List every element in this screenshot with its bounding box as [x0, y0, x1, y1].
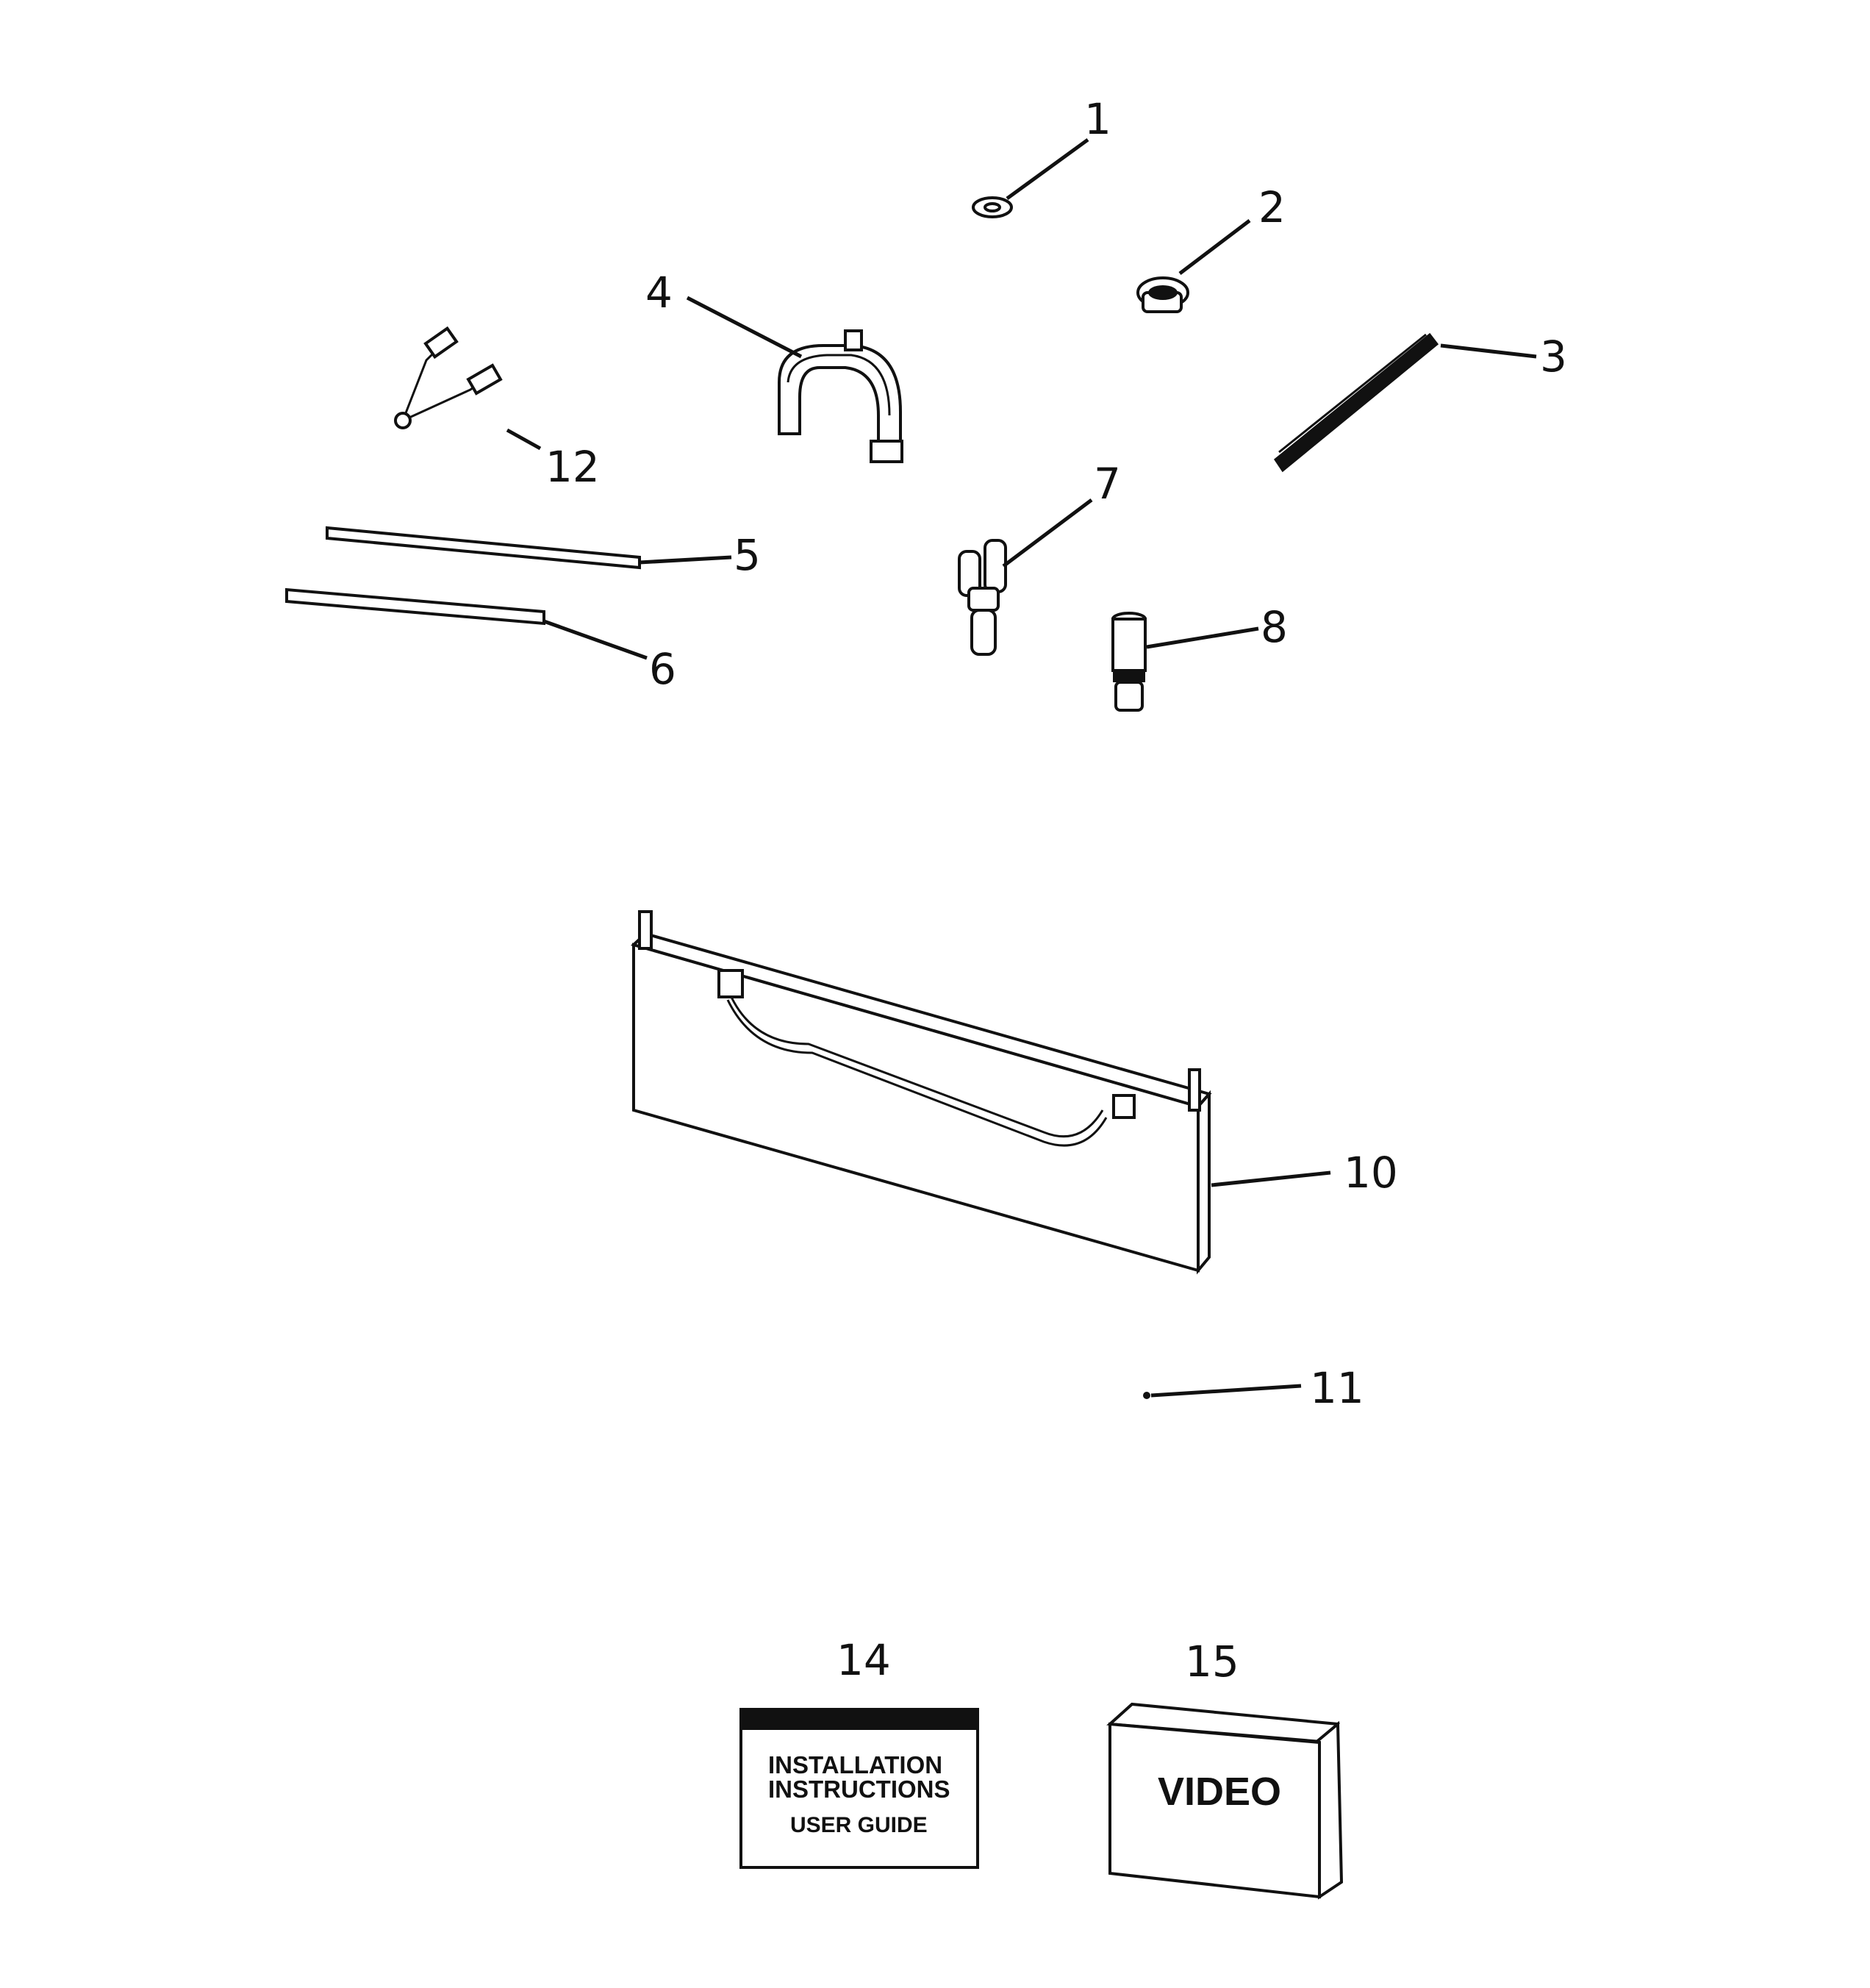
- manual-line-instructions: INSTRUCTIONS: [768, 1776, 950, 1803]
- callout-14: 14: [837, 1635, 891, 1685]
- callout-15: 15: [1185, 1637, 1239, 1687]
- part-1-washer: 1: [972, 94, 1111, 218]
- part-3-strip: 3: [1273, 332, 1567, 473]
- callout-8: 8: [1261, 602, 1288, 652]
- callout-12: 12: [545, 442, 600, 492]
- part-14-manual: 14 INSTALLATION INSTRUCTIONS USER GUIDE: [739, 1635, 979, 1869]
- part-6-strip: 6: [285, 587, 676, 694]
- callout-2: 2: [1258, 182, 1286, 232]
- callout-6: 6: [649, 644, 676, 694]
- callout-10: 10: [1344, 1148, 1398, 1198]
- callout-1: 1: [1084, 94, 1111, 144]
- part-7-y-connector: 7: [958, 459, 1121, 656]
- part-4-u-bracket: 4: [645, 268, 903, 463]
- part-15-video: 15 VIDEO: [1106, 1637, 1344, 1900]
- callout-11: 11: [1310, 1363, 1364, 1413]
- callout-4: 4: [645, 268, 673, 318]
- part-11-screw: 11: [1143, 1363, 1364, 1413]
- video-label: VIDEO: [1158, 1770, 1281, 1814]
- callout-7: 7: [1094, 459, 1121, 509]
- part-8-coupling: 8: [1111, 602, 1288, 712]
- part-10-toe-panel: 10: [631, 910, 1398, 1275]
- part-12-wire-terminals: 12: [394, 326, 600, 492]
- callout-5: 5: [734, 530, 761, 580]
- callout-3: 3: [1540, 332, 1567, 382]
- part-5-strip: 5: [326, 526, 761, 580]
- manual-line-user-guide: USER GUIDE: [790, 1813, 928, 1837]
- part-2-hose-clamp: 2: [1136, 182, 1286, 313]
- manual-line-installation: INSTALLATION: [768, 1751, 942, 1778]
